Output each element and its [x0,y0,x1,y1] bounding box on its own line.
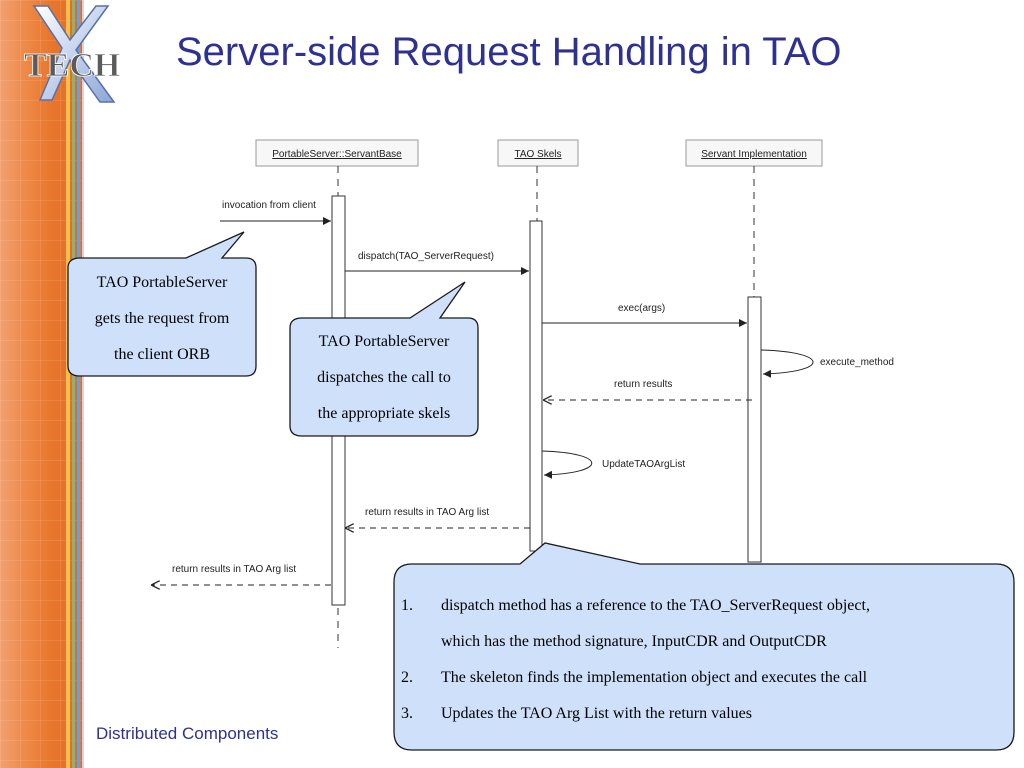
lifeline-servant-implementation: Servant Implementation [685,139,823,563]
slide-footer: Distributed Components [96,724,279,743]
sidebar-stripe [82,0,84,768]
callout-client-request: TAO PortableServer gets the request from… [70,265,254,373]
notes-callout-shape [393,542,1015,751]
list-item: 1. dispatch method has a reference to th… [395,588,995,660]
list-line: Updates the TAO Arg List with the return… [441,705,752,722]
svg-text:return results in TAO Arg list: return results in TAO Arg list [365,507,489,518]
list-line: The skeleton finds the implementation ob… [441,669,868,686]
callout-line: TAO PortableServer [96,274,228,291]
message-execute-method: execute_method [760,349,894,378]
svg-text:invocation from client: invocation from client [222,200,316,211]
x-mark-icon [32,5,116,103]
xtech-logo: TECH [24,5,121,103]
notes-list: 1. dispatch method has a reference to th… [395,588,995,732]
callout-line: the appropriate skels [317,405,451,422]
svg-text:return results in TAO Arg list: return results in TAO Arg list [172,564,296,575]
sidebar-stripe [72,0,75,768]
lifeline-label: TAO Skels [514,149,561,160]
list-number: 3. [401,705,413,722]
message-return-results-to-client: return results in TAO Arg list [152,564,331,585]
message-invocation-from-client: invocation from client [220,200,331,225]
message-update-tao-arg-list: UpdateTAOArgList [541,450,685,479]
callout-line: TAO PortableServer [318,333,450,350]
callout-line: gets the request from [94,310,230,327]
svg-text:UpdateTAOArgList: UpdateTAOArgList [602,459,685,470]
callout-dispatch-to-skels: TAO PortableServer dispatches the call t… [292,324,476,432]
svg-text:return results: return results [614,379,672,390]
callout-1-shape [67,231,257,377]
slide-title: Server-side Request Handling in TAO [176,30,842,74]
list-number: 2. [401,669,413,686]
sidebar-stripe [77,0,80,768]
callout-line: dispatches the call to [317,369,451,386]
svg-text:exec(args): exec(args) [618,303,665,314]
list-line: which has the method signature, InputCDR… [441,633,827,650]
lifeline-label: Servant Implementation [701,149,807,160]
list-item: 2. The skeleton finds the implementation… [395,660,995,696]
logo-text: TECH [24,47,120,84]
message-return-results-arg-list: return results in TAO Arg list [346,507,530,528]
list-item: 3. Updates the TAO Arg List with the ret… [395,696,995,732]
message-dispatch: dispatch(TAO_ServerRequest) [345,251,529,275]
svg-text:execute_method: execute_method [820,357,894,368]
list-number: 1. [401,597,413,614]
message-return-results: return results [544,379,752,400]
callout-line: the client ORB [114,346,210,363]
sidebar-stripe [66,0,70,768]
lifeline-label: PortableServer::ServantBase [272,149,402,160]
activation-bar [529,220,543,552]
activation-bar [747,296,762,563]
list-line: dispatch method has a reference to the T… [441,597,870,614]
svg-text:dispatch(TAO_ServerRequest): dispatch(TAO_ServerRequest) [358,251,494,262]
message-exec-args: exec(args) [542,303,747,327]
callout-2-shape [289,281,479,437]
